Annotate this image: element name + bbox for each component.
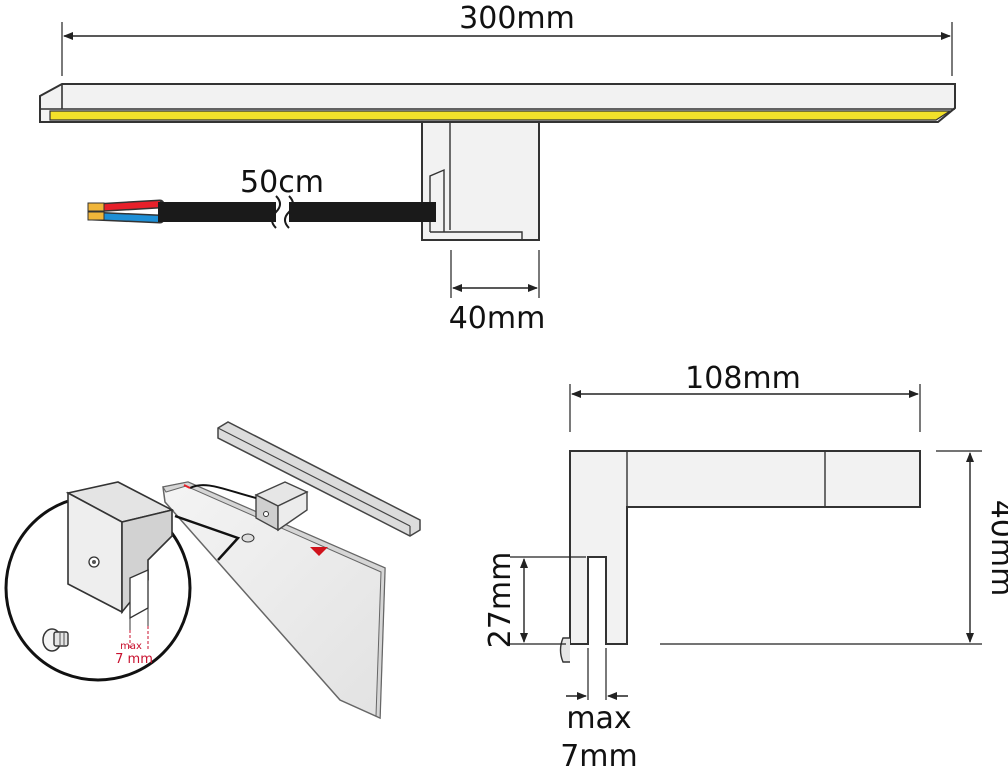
cable-length-label: 50cm	[240, 165, 324, 200]
inset-7mm-label: 7 mm	[115, 652, 153, 667]
inset-max-label: max	[120, 641, 142, 652]
clamp-depth-label: 27mm	[483, 552, 518, 649]
power-cable	[87, 195, 436, 229]
mirror-arrow	[310, 547, 328, 556]
max-label-line2: 7mm	[560, 739, 638, 771]
bracket-side-profile	[569, 450, 921, 645]
side-view: 108mm 40mm 27mm max 7mm	[483, 361, 1008, 771]
side-height-label: 40mm	[984, 500, 1008, 597]
bracket-width-label: 40mm	[449, 301, 546, 336]
zoom-inset: max 7 mm	[4, 481, 192, 682]
total-length-label: 300mm	[459, 1, 575, 36]
mounting-illustration: max 7 mm	[4, 421, 421, 720]
led-strip	[49, 110, 953, 121]
max-label-line1: max	[566, 701, 631, 736]
bracket-front	[421, 121, 540, 241]
top-view: 300mm 50cm	[39, 1, 956, 336]
light-bar	[39, 83, 956, 123]
side-depth-label: 108mm	[685, 361, 801, 396]
